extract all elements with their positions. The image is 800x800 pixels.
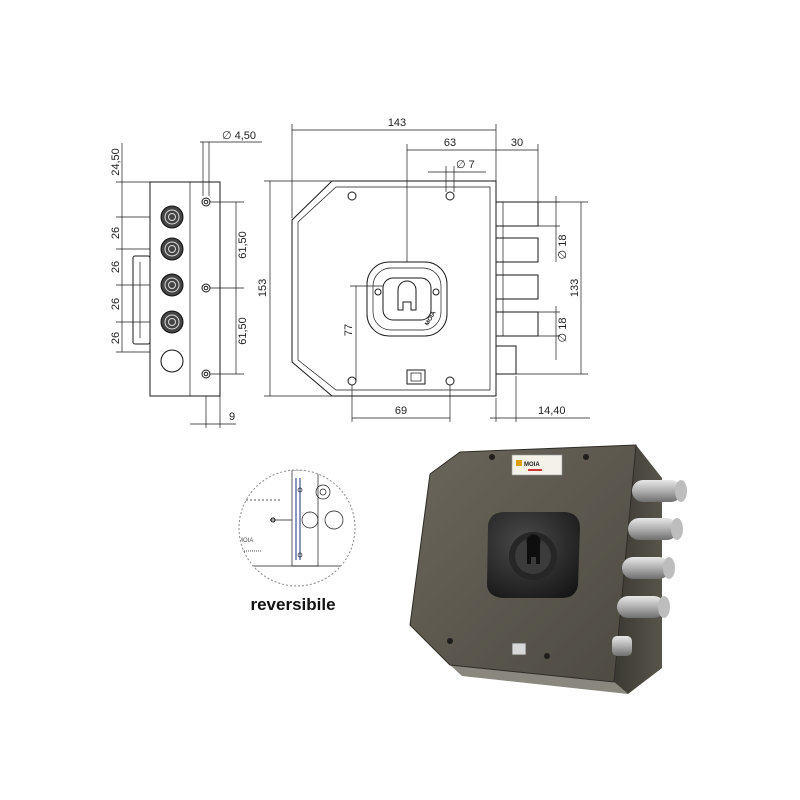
dim-lower-fixing: 61,50 <box>237 317 249 345</box>
detail-brand-mark: MOIA <box>238 538 253 544</box>
dim-bolt-diameter-lower: ∅ 18 <box>557 318 569 343</box>
dim-backset: 63 <box>444 137 456 149</box>
dim-height: 153 <box>257 279 269 297</box>
reversible-label: reversibile <box>250 595 335 614</box>
dim-bolt-spacing-1: 26 <box>110 227 122 239</box>
side-bolt-boss <box>132 255 151 345</box>
dim-hole-diameter: ∅ 4,50 <box>222 130 256 142</box>
dim-bolt-spacing-3: 26 <box>110 298 122 310</box>
dim-latch-projection: 14,40 <box>538 405 566 417</box>
side-bolts <box>160 205 184 373</box>
dim-bolt-diameter-upper: ∅ 18 <box>557 235 569 260</box>
dim-bolt-spacing-4: 26 <box>110 332 122 344</box>
dim-bolt-span: 133 <box>569 279 581 297</box>
render-bolts <box>612 480 687 656</box>
product-render: MOIA <box>409 444 687 694</box>
follower-square <box>406 369 426 385</box>
front-bolts <box>495 201 539 375</box>
brand-plate <box>511 454 563 476</box>
dim-follower-distance: 69 <box>395 405 407 417</box>
dim-overall-width: 143 <box>388 117 406 129</box>
dim-upper-fixing: 61,50 <box>237 231 249 259</box>
front-fixing-holes <box>347 191 455 386</box>
render-cylinder-rose <box>487 512 580 598</box>
reversible-detail: MOIA reversibile <box>238 469 356 614</box>
dim-plate-thickness: 9 <box>229 411 235 423</box>
front-case-outline <box>291 180 497 397</box>
dim-cylinder-height: 77 <box>343 324 355 336</box>
side-screw-holes <box>201 197 211 379</box>
front-view-drawing: MOIA 143 63 30 ∅ 7 153 ∅ 18 ∅ 18 <box>257 117 590 422</box>
dim-fixing-hole: ∅ 7 <box>456 159 475 171</box>
side-view-drawing: 24,50 26 26 26 26 ∅ 4,50 61,50 61,50 9 <box>110 130 262 428</box>
dim-bolt-throw: 30 <box>511 137 523 149</box>
dim-bolt-spacing-2: 26 <box>110 261 122 273</box>
brand-plate-text: MOIA <box>524 462 540 468</box>
dim-top-offset: 24,50 <box>110 148 122 176</box>
front-cylinder-rose: MOIA <box>366 261 448 337</box>
